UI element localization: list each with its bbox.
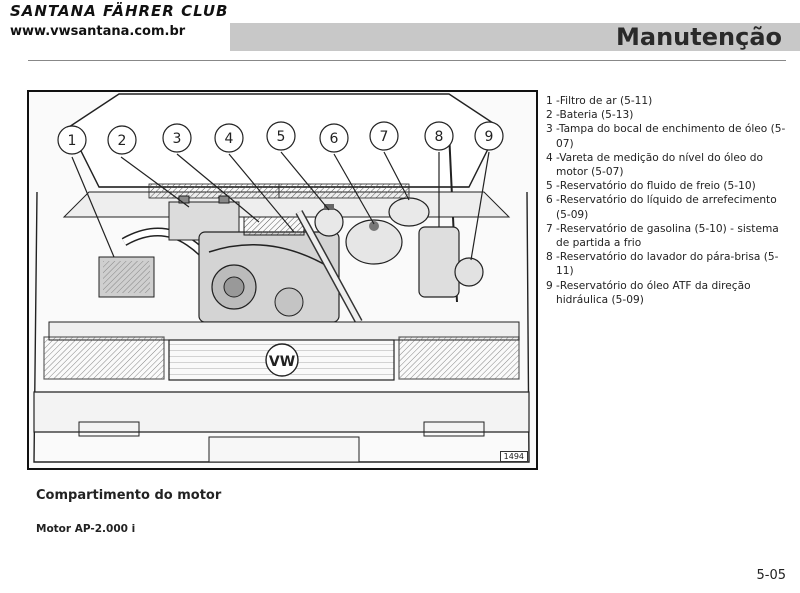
parts-legend: 1-Filtro de ar (5-11) 2-Bateria (5-13) 3…: [546, 94, 791, 307]
svg-text:VW: VW: [269, 354, 295, 370]
legend-text: -Reservatório do líquido de arrefeciment…: [556, 194, 777, 221]
legend-text: -Reservatório do óleo ATF da direção hid…: [556, 279, 751, 306]
callout-6: 6: [330, 131, 339, 147]
section-title: Manutenção: [616, 23, 782, 51]
legend-number: 8: [546, 251, 553, 264]
callout-5: 5: [277, 129, 286, 145]
legend-text: -Reservatório do fluido de freio (5-10): [556, 180, 756, 193]
callout-4: 4: [225, 131, 234, 147]
page-number: 5-05: [756, 568, 786, 583]
legend-number: 7: [546, 222, 553, 235]
callout-1: 1: [68, 133, 77, 149]
figure-number: 1494: [499, 451, 528, 462]
engine-compartment-illustration: VW 1 2 3: [27, 90, 538, 470]
legend-number: 6: [546, 194, 553, 207]
engine-model: Motor AP-2.000 i: [36, 523, 136, 535]
legend-number: 9: [546, 279, 553, 292]
legend-item: 9-Reservatório do óleo ATF da direção hi…: [546, 279, 791, 307]
legend-item: 3-Tampa do bocal de enchimento de óleo (…: [546, 122, 791, 150]
legend-item: 6-Reservatório do líquido de arrefecimen…: [546, 193, 791, 221]
legend-number: 3: [546, 123, 553, 136]
legend-item: 1-Filtro de ar (5-11): [546, 94, 791, 108]
legend-item: 2-Bateria (5-13): [546, 108, 791, 122]
callout-2: 2: [118, 133, 127, 149]
legend-number: 2: [546, 109, 553, 122]
legend-text: -Tampa do bocal de enchimento de óleo (5…: [556, 123, 786, 150]
legend-text: -Bateria (5-13): [556, 109, 634, 122]
section-bar: [230, 23, 800, 51]
figure-caption: Compartimento do motor: [36, 488, 222, 503]
legend-number: 1: [546, 95, 553, 107]
legend-item: 8-Reservatório do lavador do pára-brisa …: [546, 250, 791, 278]
callout-9: 9: [485, 129, 494, 145]
legend-text: -Filtro de ar (5-11): [556, 95, 653, 107]
site-url[interactable]: www.vwsantana.com.br: [10, 24, 186, 39]
header-rule: [28, 60, 786, 61]
legend-number: 5: [546, 180, 553, 193]
legend-item: 4-Vareta de medição do nível do óleo do …: [546, 151, 791, 179]
legend-item: 7-Reservatório de gasolina (5-10) - sist…: [546, 222, 791, 250]
engine-drawing: VW 1 2 3: [33, 93, 530, 463]
callout-3: 3: [173, 131, 182, 147]
callout-7: 7: [380, 129, 389, 145]
club-name: SANTANA FÄHRER CLUB: [10, 2, 229, 20]
legend-text: -Vareta de medição do nível do óleo do m…: [556, 151, 763, 179]
legend-number: 4: [546, 151, 553, 164]
legend-text: -Reservatório de gasolina (5-10) - siste…: [556, 222, 779, 250]
legend-item: 5-Reservatório do fluido de freio (5-10): [546, 179, 791, 193]
callout-8: 8: [435, 129, 444, 145]
legend-text: -Reservatório do lavador do pára-brisa (…: [556, 251, 779, 278]
